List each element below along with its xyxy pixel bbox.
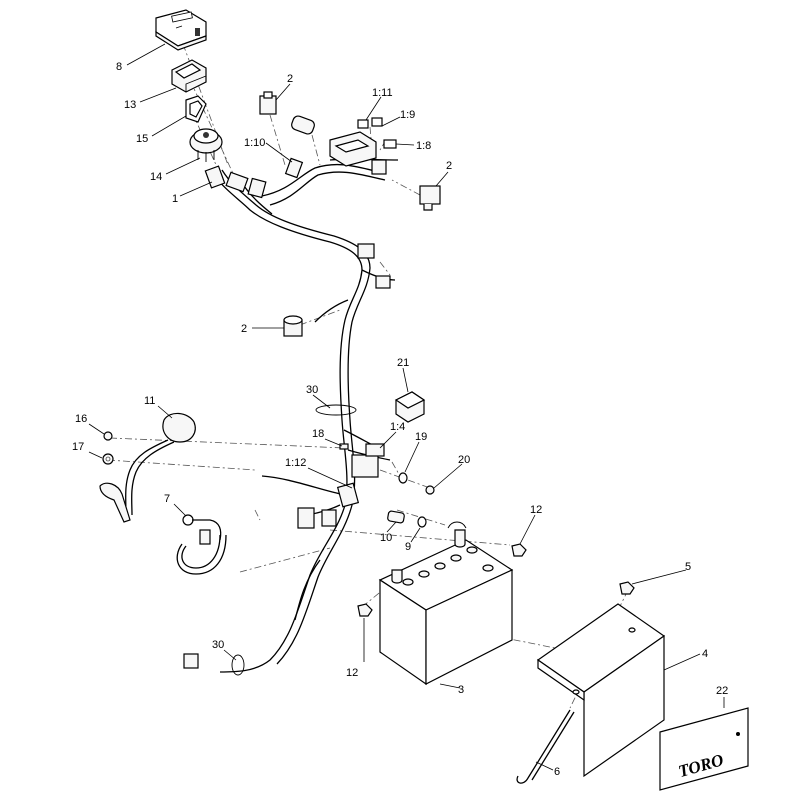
callout-15: 15: [136, 133, 148, 145]
callout-22: 22: [716, 685, 728, 697]
callout-2-top: 2: [287, 73, 293, 85]
leader-lines: [88, 43, 725, 771]
callout-1-8: 1:8: [416, 140, 431, 152]
callout-30-upper: 30: [306, 384, 318, 396]
hardware-12-upper: [511, 543, 527, 557]
part-hour-meter: [155, 9, 207, 51]
hardware-19-20: [398, 472, 435, 495]
callout-labels: 8 13 15 14 1 2 1:10 1:11 1:9 1:8 2 2 21 …: [72, 61, 728, 778]
callout-20: 20: [458, 454, 470, 466]
callout-4: 4: [702, 648, 708, 660]
callout-2-right: 2: [446, 160, 452, 172]
part-battery: [378, 521, 514, 686]
part-j-bolt: [516, 709, 575, 784]
callout-1-4: 1:4: [390, 421, 405, 433]
callout-1-11: 1:11: [372, 87, 393, 99]
hardware-12-lower: [357, 603, 373, 617]
callout-12-upper: 12: [530, 504, 542, 516]
callout-9: 9: [405, 541, 411, 553]
callout-18: 18: [312, 428, 324, 440]
callout-1-10: 1:10: [244, 137, 265, 149]
part-diode-mid: [283, 315, 303, 337]
part-battery-bracket: [536, 603, 666, 778]
part-battery-cable-positive: [99, 412, 196, 523]
harness-connectors: [183, 131, 391, 669]
callout-5: 5: [685, 561, 691, 573]
hardware-16-17: [102, 431, 114, 465]
part-decal: TORO: [659, 707, 749, 791]
part-diode-right: [419, 185, 441, 211]
part-cable-tie-upper: [315, 404, 357, 416]
callout-8: 8: [116, 61, 122, 73]
part-ground-cable: [176, 514, 227, 575]
callout-12-lower: 12: [346, 667, 358, 679]
hardware-5: [619, 581, 635, 595]
callout-16: 16: [75, 413, 87, 425]
part-relay: [394, 391, 426, 423]
part-switch: [171, 59, 207, 93]
callout-30-lower: 30: [212, 639, 224, 651]
hardware-10-9: [387, 510, 427, 528]
callout-6: 6: [554, 766, 560, 778]
part-bezel: [185, 95, 207, 123]
callout-11: 11: [144, 395, 155, 407]
callout-17: 17: [72, 441, 84, 453]
part-ignition-switch: [189, 128, 223, 162]
callout-13: 13: [124, 99, 136, 111]
callout-1: 1: [172, 193, 178, 205]
part-cable-tie-lower: [231, 654, 245, 676]
callout-14: 14: [150, 171, 162, 183]
part-fuse-holder: [291, 115, 315, 135]
callout-7: 7: [164, 493, 170, 505]
hardware-18: [339, 443, 349, 450]
part-diode-top: [259, 91, 277, 115]
callout-19: 19: [415, 431, 427, 443]
callout-1-9: 1:9: [400, 109, 415, 121]
callout-1-12: 1:12: [285, 457, 306, 469]
callout-21: 21: [397, 357, 409, 369]
callout-2-mid: 2: [241, 323, 247, 335]
wire-harness: [213, 158, 399, 673]
callout-10: 10: [380, 532, 392, 544]
callout-3: 3: [458, 684, 464, 696]
